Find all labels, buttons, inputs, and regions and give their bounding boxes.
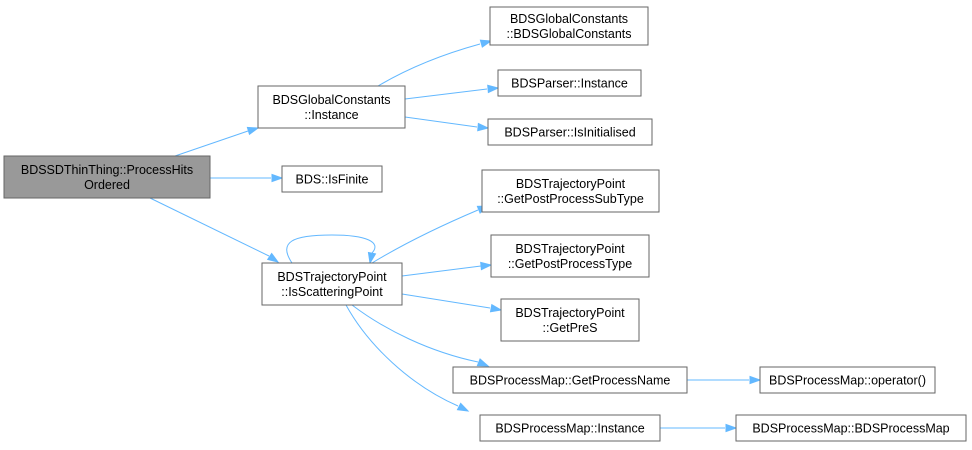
node-label-pm_operator-0: BDSProcessMap::operator()	[769, 374, 926, 388]
edge-tp_scatter-to-tp_type	[401, 261, 493, 277]
node-label-tp_type-0: BDSTrajectoryPoint	[515, 242, 625, 256]
edge-line-gc_instance-parser_init	[404, 116, 478, 128]
node-box-root	[3, 155, 211, 199]
node-box-parser_init	[487, 118, 653, 146]
node-label-pm_instance-0: BDSProcessMap::Instance	[495, 422, 644, 436]
edge-line-tp_scatter-tp_subtype	[371, 209, 479, 264]
node-label-gc_instance-1: ::Instance	[304, 108, 358, 122]
graph-node-tp_pres[interactable]: BDSTrajectoryPoint::GetPreS	[500, 298, 640, 342]
node-label-root-1: Ordered	[84, 178, 130, 192]
edge-pm_getname-to-pm_operator	[687, 375, 762, 385]
edge-arrow-tp_scatter-tp_type	[480, 261, 493, 271]
node-box-parser_instance	[497, 69, 642, 97]
edge-root-to-gc_instance	[174, 126, 260, 157]
edge-pm_instance-to-pm_ctor	[660, 423, 738, 433]
node-label-tp_subtype-1: ::GetPostProcessSubType	[497, 192, 644, 206]
node-box-tp_subtype	[481, 169, 660, 213]
node-box-pm_ctor	[735, 414, 967, 442]
edge-arrow-pm_getname-pm_operator	[749, 375, 762, 385]
edge-arrow-gc_instance-gc_ctor	[479, 39, 493, 48]
edge-arrow-root-tp_scatter	[266, 252, 280, 263]
edge-arrow-tp_scatter-tp_scatter	[367, 251, 377, 265]
node-box-isfinite	[281, 165, 383, 193]
edge-arrow-pm_instance-pm_ctor	[725, 423, 738, 433]
edge-line-root-tp_scatter	[149, 197, 270, 257]
node-label-tp_type-1: ::GetPostProcessType	[508, 257, 632, 271]
graph-node-pm_ctor[interactable]: BDSProcessMap::BDSProcessMap	[735, 414, 967, 442]
node-box-gc_ctor	[489, 6, 649, 46]
edge-gc_instance-to-parser_init	[404, 116, 490, 132]
graph-node-isfinite[interactable]: BDS::IsFinite	[281, 165, 383, 193]
edge-arrow-gc_instance-parser_init	[477, 122, 490, 132]
edge-root-to-tp_scatter	[149, 197, 280, 263]
graph-node-pm_instance[interactable]: BDSProcessMap::Instance	[479, 414, 661, 442]
node-label-tp_pres-1: ::GetPreS	[543, 321, 598, 335]
graph-node-tp_scatter[interactable]: BDSTrajectoryPoint::IsScatteringPoint	[261, 262, 403, 306]
edge-arrow-root-gc_instance	[246, 126, 260, 136]
node-box-pm_getname	[452, 366, 688, 394]
node-box-tp_type	[490, 234, 650, 278]
edge-line-gc_instance-parser_instance	[404, 88, 488, 100]
edge-arrow-gc_instance-parser_instance	[487, 84, 500, 94]
node-box-pm_instance	[479, 414, 661, 442]
node-label-parser_init-0: BDSParser::IsInitialised	[504, 126, 635, 140]
edge-arrow-tp_scatter-tp_pres	[489, 303, 503, 313]
edge-tp_scatter-to-pm_getname	[351, 304, 490, 367]
graph-node-gc_ctor[interactable]: BDSGlobalConstants::BDSGlobalConstants	[489, 6, 649, 46]
edge-tp_scatter-to-tp_subtype	[371, 205, 490, 264]
graph-node-gc_instance[interactable]: BDSGlobalConstants::Instance	[257, 85, 406, 129]
graph-node-tp_type[interactable]: BDSTrajectoryPoint::GetPostProcessType	[490, 234, 650, 278]
edge-arrow-tp_scatter-pm_instance	[456, 402, 470, 412]
node-box-gc_instance	[257, 85, 406, 129]
edge-line-gc_instance-gc_ctor	[377, 43, 481, 87]
node-label-pm_getname-0: BDSProcessMap::GetProcessName	[470, 374, 671, 388]
edge-gc_instance-to-parser_instance	[404, 84, 500, 100]
node-label-gc_ctor-0: BDSGlobalConstants	[510, 12, 628, 26]
edge-arrow-tp_scatter-pm_getname	[476, 358, 490, 367]
node-box-tp_scatter	[261, 262, 403, 306]
edge-tp_scatter-to-tp_pres	[401, 293, 503, 313]
node-label-gc_instance-0: BDSGlobalConstants	[272, 93, 390, 107]
edge-tp_scatter-to-tp_scatter	[286, 234, 377, 265]
node-label-isfinite-0: BDS::IsFinite	[296, 173, 369, 187]
edge-line-tp_scatter-tp_type	[401, 265, 482, 277]
node-label-parser_instance-0: BDSParser::Instance	[511, 77, 628, 91]
edge-line-tp_scatter-pm_getname	[351, 304, 479, 363]
node-label-tp_scatter-1: ::IsScatteringPoint	[281, 285, 383, 299]
edges-layer	[149, 39, 762, 433]
graph-node-parser_instance[interactable]: BDSParser::Instance	[497, 69, 642, 97]
node-label-pm_ctor-0: BDSProcessMap::BDSProcessMap	[752, 422, 949, 436]
node-label-tp_pres-0: BDSTrajectoryPoint	[515, 306, 625, 320]
edge-line-root-gc_instance	[174, 130, 249, 157]
edge-arrow-root-isfinite	[271, 173, 284, 183]
edge-line-tp_scatter-tp_pres	[401, 293, 491, 309]
node-box-pm_operator	[759, 366, 936, 394]
edge-line-tp_scatter-pm_instance	[345, 304, 459, 407]
edge-line-tp_scatter-tp_scatter	[286, 234, 376, 264]
edge-tp_scatter-to-pm_instance	[345, 304, 470, 412]
graph-node-tp_subtype[interactable]: BDSTrajectoryPoint::GetPostProcessSubTyp…	[481, 169, 660, 213]
edge-gc_instance-to-gc_ctor	[377, 39, 493, 87]
graph-node-parser_init[interactable]: BDSParser::IsInitialised	[487, 118, 653, 146]
node-box-tp_pres	[500, 298, 640, 342]
graph-node-pm_operator[interactable]: BDSProcessMap::operator()	[759, 366, 936, 394]
node-label-tp_subtype-0: BDSTrajectoryPoint	[516, 177, 626, 191]
graph-node-pm_getname[interactable]: BDSProcessMap::GetProcessName	[452, 366, 688, 394]
node-label-gc_ctor-1: ::BDSGlobalConstants	[506, 27, 631, 41]
node-label-root-0: BDSSDThinThing::ProcessHits	[21, 163, 193, 177]
edge-root-to-isfinite	[210, 173, 284, 183]
node-label-tp_scatter-0: BDSTrajectoryPoint	[277, 270, 387, 284]
